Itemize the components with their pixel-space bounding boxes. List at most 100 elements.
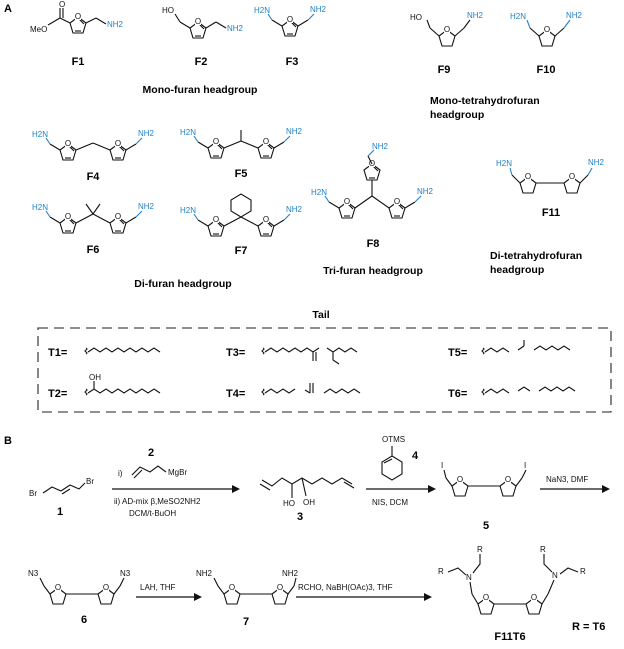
tail-t5: T5= [448,340,571,359]
f5-label: F5 [235,168,248,180]
step1-solvent: DCM/t-BuOH [129,509,176,518]
r-definition: R = T6 [572,621,605,633]
f5-h2n: H2N [180,128,196,137]
c5-i-right: I [524,461,526,470]
f7-label: F7 [235,245,248,257]
f8-label: F8 [367,238,380,250]
f11t6-r4: R [580,567,586,576]
reagent-4: OTMS 4 [381,435,419,481]
compound-f1: MeO O NH2 F1 [30,0,124,68]
f6-nh2: NH2 [138,202,155,211]
tail-t3: T3= [226,347,358,365]
f8-nh2: NH2 [417,187,434,196]
c1-label: 1 [57,506,63,518]
tail-box [37,327,612,413]
caption-di-thf-1: Di-tetrahydrofuran [490,250,582,262]
compound-f6: H2N NH2 F6 [32,202,155,256]
step1-ii: ii) AD-mix β,MeSO2NH2 [114,497,201,506]
f9-label: F9 [438,64,451,76]
reagent-2: 2 MgBr [131,447,187,479]
step3-reagents: NaN3, DMF [546,475,588,484]
compound-1: Br Br 1 [29,477,94,518]
f8-h2n: H2N [311,188,327,197]
step5-reagents: RCHO, NaBH(OAc)3, THF [298,583,393,592]
f10-label: F10 [537,64,556,76]
f4-nh2: NH2 [138,129,155,138]
tail-t4: T4= [226,383,361,400]
f3-label: F3 [286,56,299,68]
t2-label: T2= [48,388,67,400]
f11-h2n: H2N [496,159,512,168]
caption-mono-thf-1: Mono-tetrahydrofuran [430,95,540,107]
caption-mono-thf-2: headgroup [430,109,484,121]
compound-3: HO OH 3 [259,477,355,523]
f2-ho: HO [162,6,174,15]
caption-tri-furan: Tri-furan headgroup [323,265,423,277]
t4-label: T4= [226,388,245,400]
f6-h2n: H2N [32,203,48,212]
f10-h2n: H2N [510,12,526,21]
tail-t2: T2= OH [48,373,161,400]
compound-f11t6: N N R R R R F11T6 [438,545,586,643]
f11t6-r3: R [540,545,546,554]
caption-di-thf-2: headgroup [490,264,544,276]
c1-br-left: Br [29,489,37,498]
step1-i: i) [118,469,123,478]
f11t6-label: F11T6 [494,631,525,643]
t6-label: T6= [448,388,467,400]
compound-f3: H2N NH2 F3 [254,5,327,68]
reagent-4-num: 4 [412,450,419,462]
f5-nh2: NH2 [286,127,303,136]
f11-nh2: NH2 [588,158,605,167]
f3-nh2: NH2 [310,5,327,14]
compound-f8: NH2 H2N NH2 F8 [311,142,434,250]
c5-i-left: I [441,461,443,470]
f1-nh2: NH2 [107,20,124,29]
t3-label: T3= [226,347,245,359]
f1-label: F1 [72,56,85,68]
t1-label: T1= [48,347,67,359]
c5-label: 5 [483,520,489,532]
f1-carbonyl-o: O [59,0,65,9]
f4-label: F4 [87,171,101,183]
compound-6: N3 N3 6 [28,569,131,626]
arrow-2-head [428,485,436,493]
c7-label: 7 [243,616,249,628]
otms-label: OTMS [382,435,405,444]
c7-nh2-left: NH2 [196,569,213,578]
f2-label: F2 [195,56,208,68]
f2-nh2: NH2 [227,24,244,33]
caption-mono-furan: Mono-furan headgroup [143,84,258,96]
compound-f11: H2N NH2 F11 [496,158,605,219]
f4-h2n: H2N [32,130,48,139]
f11t6-r1: R [438,567,444,576]
t2-oh: OH [89,373,101,382]
compound-f2: HO NH2 F2 [162,6,244,68]
f11t6-n-right: N [552,571,558,580]
f3-h2n: H2N [254,6,270,15]
f1-meo: MeO [30,25,47,34]
c6-label: 6 [81,614,87,626]
t5-label: T5= [448,347,467,359]
tail-t1: T1= [48,347,161,359]
f7-nh2: NH2 [286,205,303,214]
f8-nh2-top: NH2 [372,142,389,151]
f11t6-r2: R [477,545,483,554]
c3-ho: HO [283,499,295,508]
arrow-1-head [232,485,240,493]
f11-label: F11 [542,207,560,219]
compound-f9: HO NH2 F9 [410,11,484,76]
tail-t6: T6= [448,386,576,400]
arrow-5-head [424,593,432,601]
compound-f10: H2N NH2 F10 [510,11,583,76]
c6-n3-left: N3 [28,569,39,578]
c3-oh: OH [303,498,315,507]
compound-7: NH2 NH2 7 [196,569,299,628]
f9-ho: HO [410,13,422,22]
tail-title: Tail [312,309,329,321]
compound-f7: H2N NH2 F7 [180,193,303,257]
c6-n3-right: N3 [120,569,131,578]
f9-nh2: NH2 [467,11,484,20]
reagent-2-num: 2 [148,447,154,459]
